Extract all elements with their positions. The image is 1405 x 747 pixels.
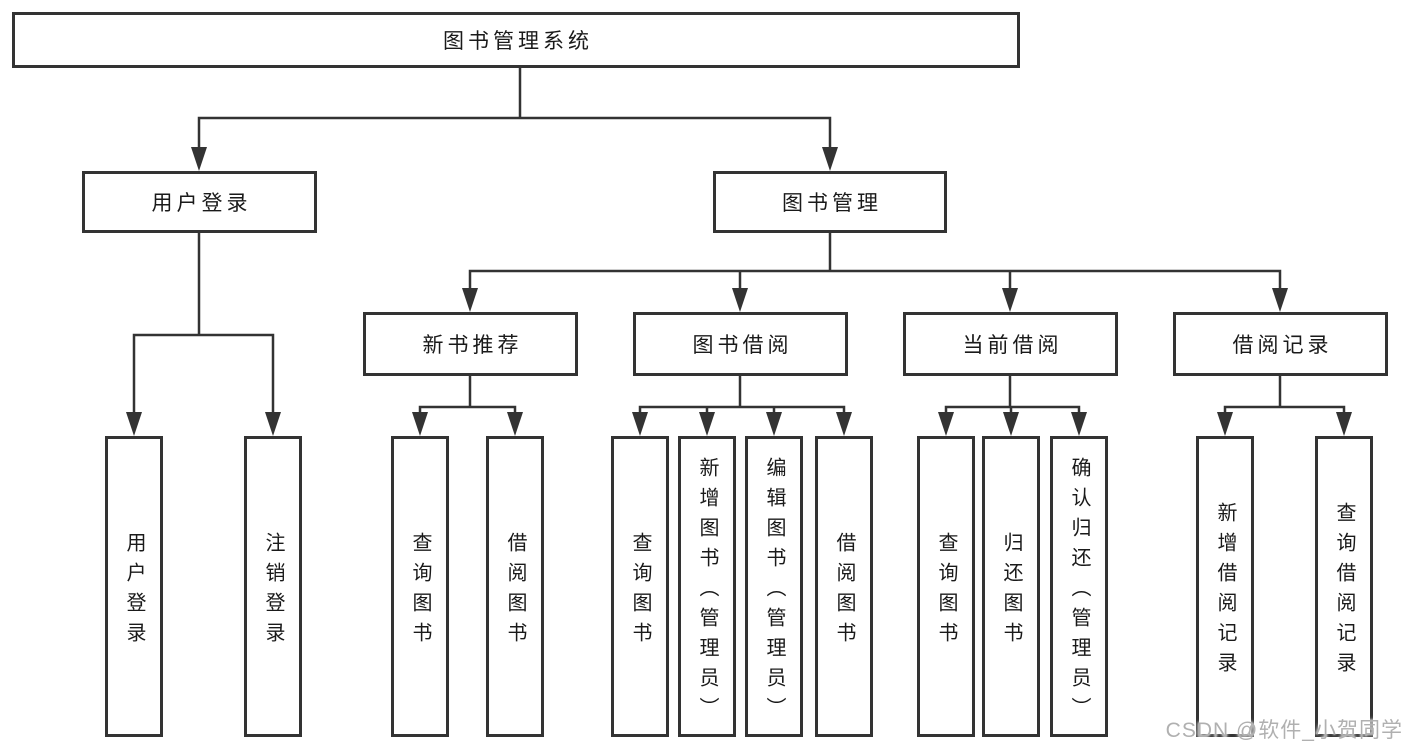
arrowhead — [632, 412, 648, 436]
node-borrow-books-recommend: 借阅图书 — [486, 436, 544, 737]
node-current-borrow: 当前借阅 — [903, 312, 1118, 376]
node-add-book-admin: 新增图书（管理员） — [678, 436, 736, 737]
node-add-borrow-record: 新增借阅记录 — [1196, 436, 1254, 737]
node-query-borrow-record: 查询借阅记录 — [1315, 436, 1373, 737]
arrowhead — [1002, 288, 1018, 312]
connector-book-borrow-children — [638, 374, 846, 417]
node-root-label: 图书管理系统 — [443, 30, 593, 53]
node-borrow-books-leaf: 借阅图书 — [815, 436, 873, 737]
node-book-borrow: 图书借阅 — [633, 312, 848, 376]
arrowhead — [1272, 288, 1288, 312]
node-return-book: 归还图书 — [982, 436, 1040, 737]
arrowhead — [1336, 412, 1352, 436]
arrowhead — [766, 412, 782, 436]
arrowhead — [462, 288, 478, 312]
connector-root-to-level2 — [197, 66, 832, 152]
node-return-book-label: 归还图书 — [1000, 531, 1022, 652]
arrowhead — [265, 412, 281, 436]
node-edit-book-admin-label: 编辑图书（管理员） — [763, 456, 785, 727]
arrowhead — [1071, 412, 1087, 436]
arrowhead — [412, 412, 428, 436]
node-query-books-borrow: 查询图书 — [611, 436, 669, 737]
node-edit-book-admin: 编辑图书（管理员） — [745, 436, 803, 737]
node-query-books-recommend: 查询图书 — [391, 436, 449, 737]
node-borrow-records: 借阅记录 — [1173, 312, 1388, 376]
node-query-books-current-label: 查询图书 — [935, 531, 957, 652]
node-logout: 注销登录 — [244, 436, 302, 737]
connector-new-book-children — [418, 374, 517, 417]
node-confirm-return-admin-label: 确认归还（管理员） — [1068, 456, 1090, 727]
node-user-login-leaf: 用户登录 — [105, 436, 163, 737]
node-user-login-label: 用户登录 — [151, 192, 252, 215]
node-borrow-books-recommend-label: 借阅图书 — [504, 531, 526, 652]
node-user-login-leaf-label: 用户登录 — [123, 531, 145, 652]
node-confirm-return-admin: 确认归还（管理员） — [1050, 436, 1108, 737]
node-query-borrow-record-label: 查询借阅记录 — [1333, 501, 1355, 682]
connector-book-management-children — [468, 231, 1282, 293]
arrowhead — [1003, 412, 1019, 436]
arrowhead — [507, 412, 523, 436]
node-query-books-recommend-label: 查询图书 — [409, 531, 431, 652]
watermark: CSDN @软件_小贺同学 — [1165, 719, 1403, 742]
arrowheads — [126, 147, 1352, 436]
arrowhead — [699, 412, 715, 436]
node-query-books-borrow-label: 查询图书 — [629, 531, 651, 652]
node-book-management: 图书管理 — [713, 171, 947, 233]
connector-user-login-children — [132, 231, 275, 417]
node-user-login: 用户登录 — [82, 171, 317, 233]
arrowhead — [1217, 412, 1233, 436]
node-add-book-admin-label: 新增图书（管理员） — [696, 456, 718, 727]
node-borrow-books-leaf-label: 借阅图书 — [833, 531, 855, 652]
arrowhead — [822, 147, 838, 171]
node-current-borrow-label: 当前借阅 — [962, 334, 1063, 357]
arrowhead — [126, 412, 142, 436]
node-borrow-records-label: 借阅记录 — [1232, 334, 1333, 357]
arrowhead — [732, 288, 748, 312]
arrowhead — [938, 412, 954, 436]
node-new-book-recommend: 新书推荐 — [363, 312, 578, 376]
node-new-book-recommend-label: 新书推荐 — [422, 334, 523, 357]
node-book-management-label: 图书管理 — [782, 192, 882, 215]
connector-current-borrow-children — [944, 374, 1081, 417]
node-add-borrow-record-label: 新增借阅记录 — [1214, 501, 1236, 682]
arrowhead — [836, 412, 852, 436]
arrowhead — [191, 147, 207, 171]
node-query-books-current: 查询图书 — [917, 436, 975, 737]
node-book-borrow-label: 图书借阅 — [692, 334, 793, 357]
connector-borrow-records-children — [1223, 374, 1346, 417]
node-logout-label: 注销登录 — [262, 531, 284, 652]
node-root: 图书管理系统 — [12, 12, 1020, 68]
